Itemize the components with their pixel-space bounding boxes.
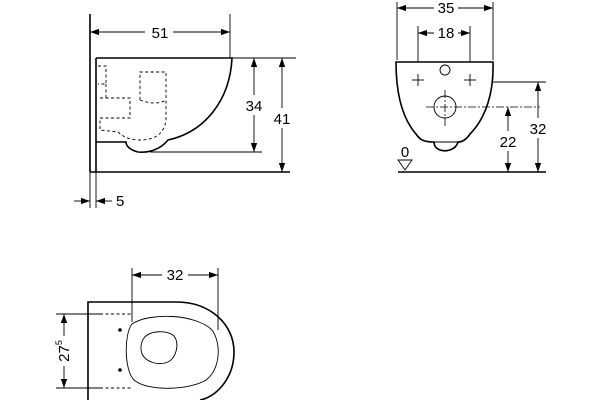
dim-bg-27	[54, 336, 74, 366]
front-width-label: 35	[438, 0, 455, 17]
bowl-outline	[96, 57, 233, 153]
top-inner-width-label: 32	[167, 267, 184, 284]
side-view: 51 34 41 5	[74, 14, 296, 210]
hidden-trap-line	[98, 65, 167, 141]
top-outer-outline	[87, 301, 235, 400]
floor-zero-label: 0	[401, 144, 409, 161]
front-height-label: 32	[530, 121, 547, 138]
front-view: 35 18 0 22 32	[395, 0, 550, 173]
top-fixing-hole-upper	[118, 328, 122, 332]
fixing-mark-right	[464, 74, 476, 86]
top-fixing-hole-lower	[118, 368, 122, 372]
dim-bg-51	[145, 23, 173, 41]
dim-bg-32-top	[162, 265, 188, 283]
dim-bg-35	[434, 0, 458, 14]
dim-bg-22	[497, 131, 521, 151]
top-width-sup: 5	[54, 340, 64, 345]
hidden-rim-line	[105, 84, 167, 104]
fixing-mark-left	[412, 74, 424, 86]
outlet-height-label: 22	[500, 134, 517, 151]
bowl-height-label: 34	[246, 98, 263, 115]
depth-label: 51	[152, 25, 169, 42]
wall-offset-label: 5	[116, 193, 124, 210]
dim-bg-41	[272, 108, 294, 128]
top-width-main: 27	[56, 345, 73, 362]
top-width-label: 275	[54, 340, 73, 362]
dim-bg-34	[244, 95, 266, 115]
water-inlet	[439, 64, 451, 76]
front-bowl-outline	[395, 61, 494, 152]
top-inner-bowl	[125, 315, 219, 389]
top-view: 32 275	[54, 265, 235, 400]
dim-bg-32-front	[526, 118, 550, 138]
total-height-label: 41	[274, 111, 291, 128]
top-drain	[140, 331, 178, 365]
dim-bg-18	[434, 24, 458, 40]
svg-text:275: 275	[54, 340, 73, 362]
fixing-spacing-label: 18	[438, 25, 455, 42]
floor-triangle	[397, 159, 413, 171]
